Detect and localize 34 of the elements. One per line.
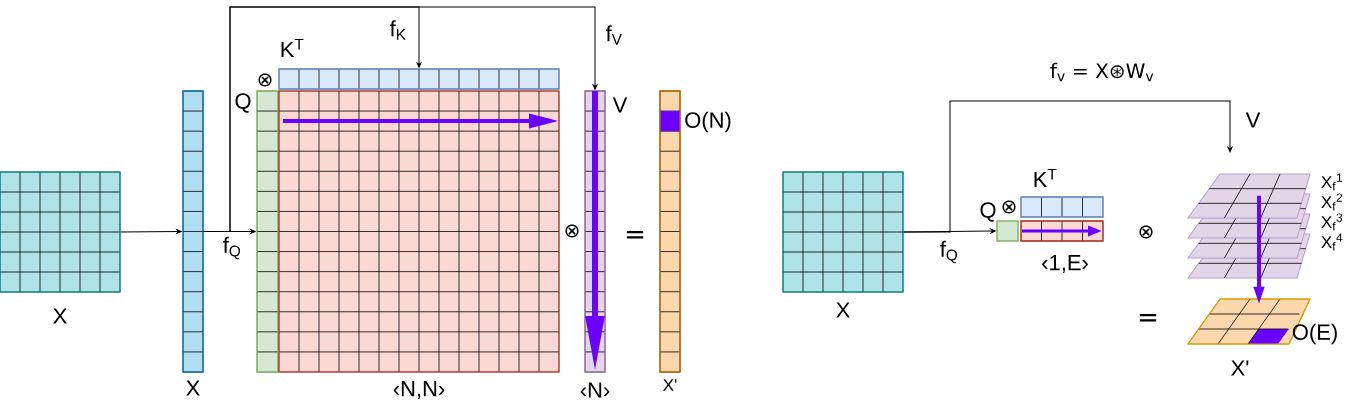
feature-map-label: X$_{f}$3 bbox=[1321, 213, 1343, 231]
matrix-label: X' bbox=[1231, 360, 1249, 376]
feature-map-label: X$_{f}$1 bbox=[1321, 173, 1343, 191]
vector-label: Q bbox=[980, 202, 996, 222]
edge-label: f$_{K}$ bbox=[388, 19, 408, 41]
feature-map-label: X$_{f}$2 bbox=[1321, 193, 1343, 211]
operator-symbol: ⊗ bbox=[1139, 225, 1153, 239]
arrow bbox=[203, 6, 598, 232]
edge-label: f$_{Q}$ bbox=[221, 235, 243, 261]
equals-sign: = bbox=[626, 231, 644, 239]
vector-label: K$^{T}$ bbox=[281, 38, 304, 58]
edge-label: f$_{V}$ bbox=[604, 24, 624, 46]
feature-map-label: X$_{f}$4 bbox=[1321, 233, 1343, 251]
vector-label: V bbox=[612, 97, 628, 113]
operator-symbol: ⊗ bbox=[1002, 200, 1016, 214]
vector-label: X bbox=[186, 380, 200, 396]
operator-symbol: ⊗ bbox=[565, 224, 579, 238]
output-label: O(N) bbox=[685, 111, 731, 133]
vector-label: Q bbox=[235, 93, 251, 113]
edge-label: f$_{Q}$ bbox=[938, 239, 960, 265]
vector-label: X' bbox=[663, 379, 677, 391]
operator-symbol: ⊗ bbox=[258, 73, 272, 87]
equals-sign: = bbox=[1139, 314, 1157, 322]
edge-label: V bbox=[1244, 111, 1262, 129]
dimension-label: ‹1,E› bbox=[1042, 255, 1088, 273]
output-label: O(E) bbox=[1292, 323, 1337, 345]
vector-label: K$^{T}$ bbox=[1034, 168, 1057, 188]
matrix-label: X bbox=[836, 302, 850, 318]
formula-label: f$_{v}$ = X⊛W$_{v}$ bbox=[1050, 62, 1154, 82]
arrow bbox=[120, 229, 182, 234]
dimension-label: ‹N› bbox=[580, 382, 610, 398]
dimension-label: ‹N,N› bbox=[393, 381, 445, 399]
arrow bbox=[903, 100, 1233, 233]
matrix-label: X bbox=[53, 308, 67, 324]
